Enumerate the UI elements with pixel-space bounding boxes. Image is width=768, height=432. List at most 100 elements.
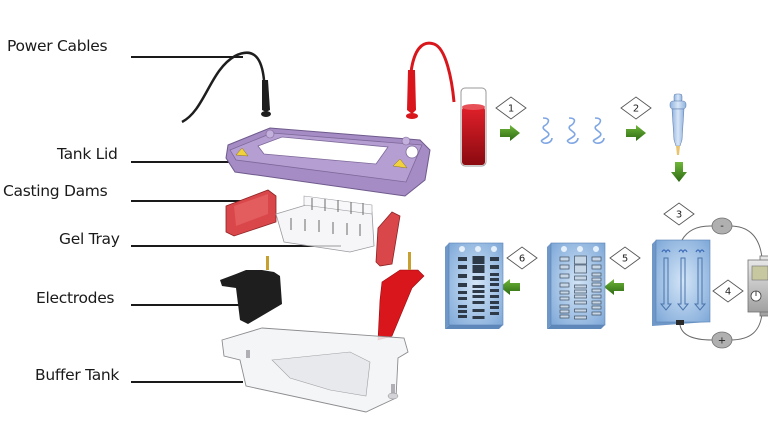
- dna-band: [472, 301, 485, 304]
- step-1-marker: 1: [495, 96, 527, 120]
- label-electrodes: Electrodes: [36, 289, 115, 307]
- casting-dam-right: [375, 211, 401, 267]
- leader-line-casting-dams: [131, 200, 266, 202]
- gel-stained: [445, 242, 504, 329]
- buffer-tank: [221, 327, 409, 413]
- dna-band: [574, 255, 587, 265]
- dna-band: [574, 264, 587, 274]
- flow-arrow-left-icon: [500, 279, 520, 295]
- svg-text:5: 5: [622, 254, 628, 265]
- dna-band: [559, 282, 570, 288]
- dna-band: [472, 256, 485, 264]
- gel-running: [652, 239, 711, 326]
- dna-band: [559, 309, 570, 314]
- svg-text:4: 4: [725, 287, 731, 298]
- black-power-cable: [181, 51, 271, 124]
- dna-band: [591, 311, 602, 316]
- dna-band: [574, 315, 587, 320]
- dna-band: [574, 308, 587, 313]
- dna-band: [472, 285, 485, 288]
- dna-band: [574, 294, 587, 299]
- step-6-marker: 6: [506, 246, 538, 270]
- dna-band: [458, 257, 467, 261]
- leader-line-electrodes: [131, 304, 243, 306]
- dna-band: [472, 265, 485, 273]
- leader-line-tank-lid: [131, 161, 242, 163]
- leader-line-gel-tray: [131, 245, 341, 247]
- label-tank-lid: Tank Lid: [57, 145, 118, 163]
- gel-well: [593, 246, 599, 252]
- step-5-marker: 5: [609, 246, 641, 270]
- dna-band: [490, 301, 499, 304]
- dna-band: [559, 314, 570, 319]
- dna-band: [490, 289, 499, 292]
- dna-band: [591, 305, 602, 310]
- dna-band: [472, 295, 485, 298]
- dna-band: [458, 274, 467, 278]
- positive-electrode-terminal: +: [711, 331, 733, 349]
- dna-band: [490, 312, 499, 315]
- dna-band: [458, 315, 467, 318]
- dna-band: [591, 300, 602, 305]
- flow-arrow-down-icon: [671, 162, 687, 182]
- dna-band: [458, 265, 467, 269]
- svg-text:2: 2: [633, 104, 639, 115]
- dna-band: [472, 309, 485, 312]
- dna-band: [574, 275, 587, 281]
- gel-well: [475, 246, 481, 252]
- svg-text:3: 3: [676, 210, 682, 221]
- svg-text:-: -: [720, 221, 724, 232]
- gel-well: [577, 246, 583, 252]
- dna-band: [458, 305, 467, 308]
- dna-band: [559, 290, 570, 295]
- power-supply: [747, 255, 768, 317]
- dna-band: [458, 297, 467, 300]
- dna-band: [490, 283, 499, 286]
- dna-band: [591, 264, 602, 270]
- tank-lid: [225, 127, 431, 197]
- label-casting-dams: Casting Dams: [3, 182, 108, 200]
- step-2-marker: 2: [620, 96, 652, 120]
- dna-band: [472, 276, 485, 280]
- leader-line-power-cables: [131, 56, 243, 58]
- label-power-cables: Power Cables: [7, 37, 108, 55]
- dna-band: [559, 304, 570, 309]
- dna-band: [574, 300, 587, 305]
- dna-band: [574, 289, 587, 294]
- dna-band: [458, 291, 467, 294]
- flow-arrow-left-icon: [604, 279, 624, 295]
- svg-text:1: 1: [508, 104, 514, 115]
- dna-band: [591, 282, 602, 287]
- dna-band: [458, 310, 467, 313]
- gel-well: [491, 246, 497, 252]
- dna-band: [591, 272, 602, 277]
- flow-arrow-right-icon: [500, 125, 520, 141]
- step-3-marker: 3: [663, 202, 695, 226]
- step-4-marker: 4: [712, 279, 744, 303]
- dna-band: [490, 257, 499, 261]
- label-gel-tray: Gel Tray: [59, 230, 120, 248]
- electrode-red: [377, 252, 425, 341]
- gel-separated: [547, 242, 606, 329]
- dna-band: [591, 256, 602, 262]
- dna-band: [591, 288, 602, 293]
- dna-band: [490, 295, 499, 298]
- svg-text:+: +: [718, 336, 726, 347]
- red-power-cable: [406, 41, 456, 119]
- dna-band: [591, 294, 602, 299]
- dna-band: [574, 284, 587, 289]
- dna-band: [559, 264, 570, 270]
- dna-band: [490, 273, 499, 276]
- dna-band: [490, 306, 499, 309]
- gel-well: [459, 246, 465, 252]
- negative-electrode-terminal: -: [711, 217, 733, 235]
- label-buffer-tank: Buffer Tank: [35, 366, 120, 384]
- dna-band: [490, 278, 499, 281]
- dna-band: [591, 277, 602, 282]
- dna-band: [559, 256, 570, 262]
- gel-tray: [275, 195, 375, 253]
- gel-well: [561, 246, 567, 252]
- dna-band: [490, 265, 499, 269]
- pipette: [669, 93, 687, 155]
